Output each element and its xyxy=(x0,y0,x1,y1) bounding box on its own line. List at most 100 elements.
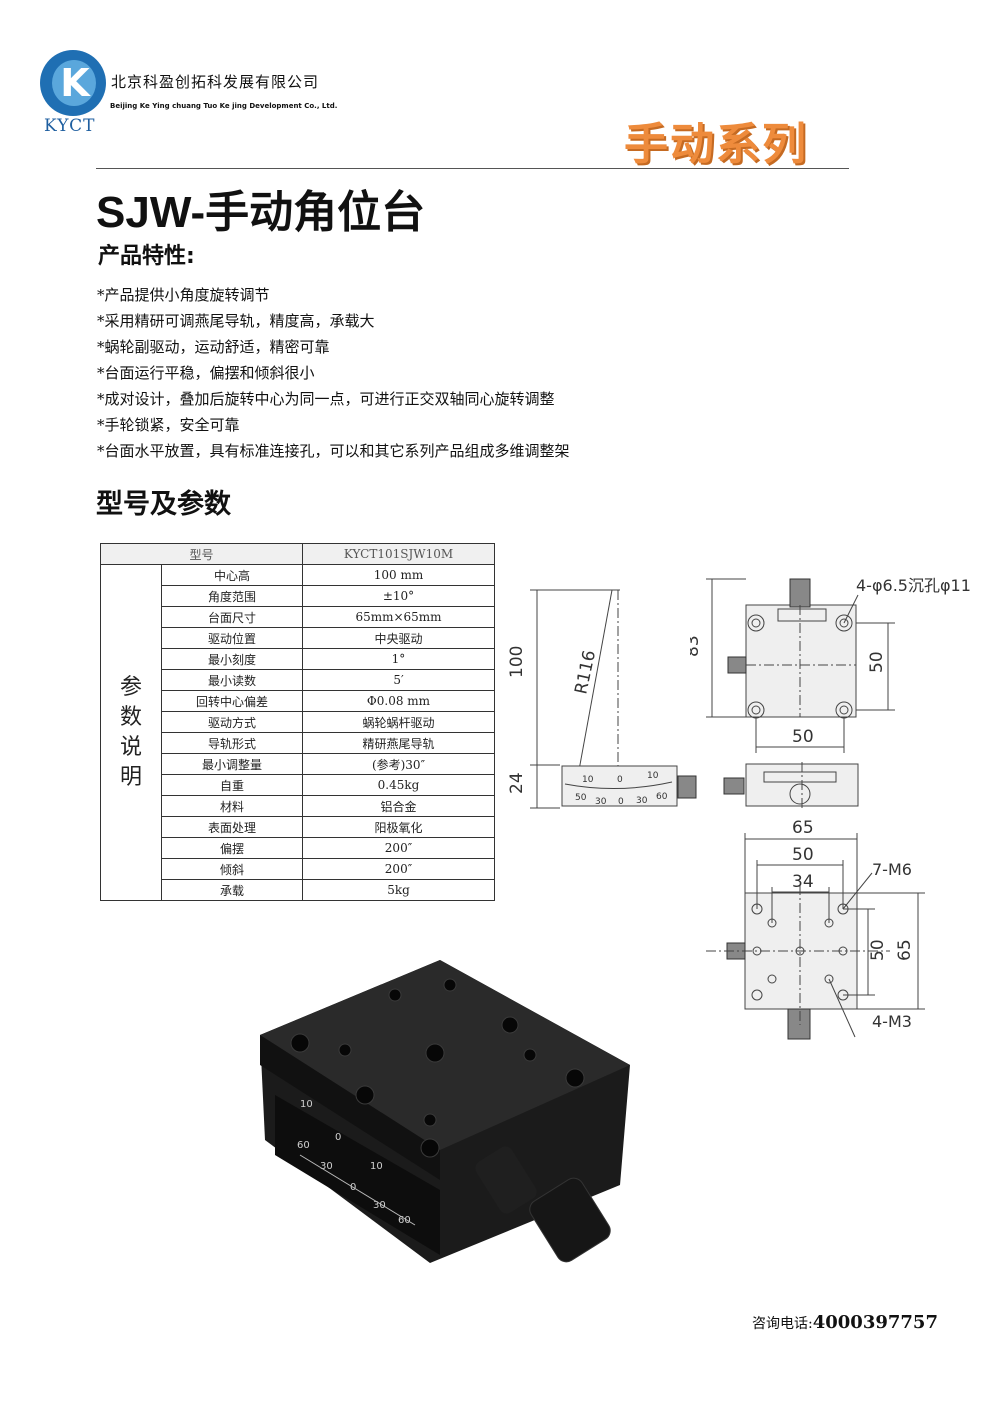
group-label-cell: 参数说明 xyxy=(100,564,162,901)
value-cell: 5kg xyxy=(302,879,495,901)
phone-number: 4000397757 xyxy=(812,1312,938,1333)
bottom-dim-50-label: 50 xyxy=(792,845,814,865)
feature-item: *产品提供小角度旋转调节 xyxy=(97,286,270,304)
value-cell: 0.45kg xyxy=(302,774,495,796)
radius-label: R116 xyxy=(571,649,600,696)
value-cell: 1° xyxy=(302,648,495,670)
value-cell: 100 mm xyxy=(302,564,495,586)
bottom-dim-65-label: 65 xyxy=(792,818,814,838)
photo-scale-label: 60 xyxy=(398,1215,411,1226)
photo-scale-label: 0 xyxy=(335,1132,341,1143)
top-dim-50h-label: 50 xyxy=(792,727,814,747)
header-label-cell: 型号 xyxy=(100,543,303,565)
photo-scale-label: 10 xyxy=(370,1161,383,1172)
table-row: 导轨形式精研燕尾导轨 xyxy=(101,732,495,754)
bottom-dim-50v-label: 50 xyxy=(868,939,888,961)
bottom-dim-34-label: 34 xyxy=(792,872,814,892)
param-cell: 回转中心偏差 xyxy=(161,690,303,712)
value-cell: 中央驱动 xyxy=(302,627,495,649)
param-cell: 台面尺寸 xyxy=(161,606,303,628)
table-row: 驱动方式蜗轮蜗杆驱动 xyxy=(101,711,495,733)
contact-phone: 咨询电话:4000397757 xyxy=(752,1312,938,1333)
param-cell: 导轨形式 xyxy=(161,732,303,754)
table-row: 最小调整量(参考)30″ xyxy=(101,753,495,775)
param-cell: 倾斜 xyxy=(161,858,303,880)
logo-k-mark: K xyxy=(60,61,90,105)
param-cell: 角度范围 xyxy=(161,585,303,607)
top-dim-83-label: 83 xyxy=(690,635,703,657)
feature-item: *手轮锁紧，安全可靠 xyxy=(97,416,240,434)
value-cell: Φ0.08 mm xyxy=(302,690,495,712)
value-cell: 200″ xyxy=(302,837,495,859)
scale-label: 0 xyxy=(618,797,624,807)
value-cell: 200″ xyxy=(302,858,495,880)
dim-100-label: 100 xyxy=(507,646,527,678)
m6-label: 7-M6 xyxy=(872,860,912,879)
value-cell: 65mm×65mm xyxy=(302,606,495,628)
features-heading: 产品特性: xyxy=(98,244,195,269)
feature-item: *采用精研可调燕尾导轨，精度高，承载大 xyxy=(97,312,375,330)
page-title: SJW-手动角位台 xyxy=(96,188,426,237)
table-header-row: 型号 KYCT101SJW10M xyxy=(100,543,495,565)
top-dim-50v-label: 50 xyxy=(867,651,887,673)
value-cell: 铝合金 xyxy=(302,795,495,817)
feature-item: *成对设计，叠加后旋转中心为同一点，可进行正交双轴同心旋转调整 xyxy=(97,390,555,408)
value-cell: (参考)30″ xyxy=(302,753,495,775)
top-view-drawing: 83 50 50 4-φ6.5沉孔φ11 xyxy=(690,576,971,753)
param-cell: 最小调整量 xyxy=(161,753,303,775)
dim-24-label: 24 xyxy=(507,772,527,794)
param-cell: 驱动位置 xyxy=(161,627,303,649)
spec-heading: 型号及参数 xyxy=(96,489,231,520)
param-cell: 自重 xyxy=(161,774,303,796)
feature-item: *蜗轮副驱动，运动舒适，精密可靠 xyxy=(97,338,330,356)
value-cell: 蜗轮蜗杆驱动 xyxy=(302,711,495,733)
side-view-drawing: 100 24 R116 10 0 10 50 30 0 30 60 xyxy=(507,589,697,809)
contact-label: 咨询电话: xyxy=(752,1316,813,1332)
param-cell: 承载 xyxy=(161,879,303,901)
company-name-cn: 北京科盈创拓科发展有限公司 xyxy=(111,73,320,91)
table-row: 参数说明 中心高 100 mm xyxy=(100,564,495,901)
scale-label: 50 xyxy=(575,793,587,803)
spec-table: 型号 KYCT101SJW10M 参数说明 中心高 100 mm 角度范围±10… xyxy=(100,543,495,901)
param-cell: 驱动方式 xyxy=(161,711,303,733)
table-row: 材料铝合金 xyxy=(101,795,495,817)
param-cell: 表面处理 xyxy=(161,816,303,838)
value-cell: 5′ xyxy=(302,669,495,691)
param-cell: 中心高 xyxy=(161,564,303,586)
company-name-en: Beijing Ke Ying chuang Tuo Ke jing Devel… xyxy=(110,102,338,110)
param-cell: 最小刻度 xyxy=(161,648,303,670)
logo-abbr: KYCT xyxy=(44,116,96,136)
scale-label: 10 xyxy=(647,771,659,781)
photo-scale-label: 60 xyxy=(297,1140,310,1151)
photo-scale-label: 30 xyxy=(320,1161,333,1172)
table-row: 角度范围±10° xyxy=(101,585,495,607)
bottom-view-drawing: 65 50 34 50 65 7-M6 4-M3 xyxy=(706,818,925,1040)
scale-label: 10 xyxy=(582,775,594,785)
product-photo: 10 0 60 30 10 0 30 60 xyxy=(260,960,630,1263)
scale-label: 0 xyxy=(617,775,623,785)
photo-scale-label: 10 xyxy=(300,1099,313,1110)
scale-label: 30 xyxy=(595,797,607,807)
param-cell: 材料 xyxy=(161,795,303,817)
value-cell: ±10° xyxy=(302,585,495,607)
scale-label: 30 xyxy=(636,796,648,806)
value-cell: 阳极氧化 xyxy=(302,816,495,838)
feature-item: *台面水平放置，具有标准连接孔，可以和其它系列产品组成多维调整架 xyxy=(97,442,570,460)
photo-scale-label: 30 xyxy=(373,1200,386,1211)
front-view-drawing xyxy=(723,762,859,808)
group-label-text: 参数说明 xyxy=(120,674,143,790)
m3-label: 4-M3 xyxy=(872,1012,912,1031)
header-divider xyxy=(96,168,849,169)
param-cell: 偏摆 xyxy=(161,837,303,859)
series-title: 手动系列 xyxy=(624,119,808,170)
top-holes-label: 4-φ6.5沉孔φ11 xyxy=(856,576,971,595)
header-value-cell: KYCT101SJW10M xyxy=(302,543,495,565)
param-cell: 最小读数 xyxy=(161,669,303,691)
feature-item: *台面运行平稳，偏摆和倾斜很小 xyxy=(97,364,315,382)
